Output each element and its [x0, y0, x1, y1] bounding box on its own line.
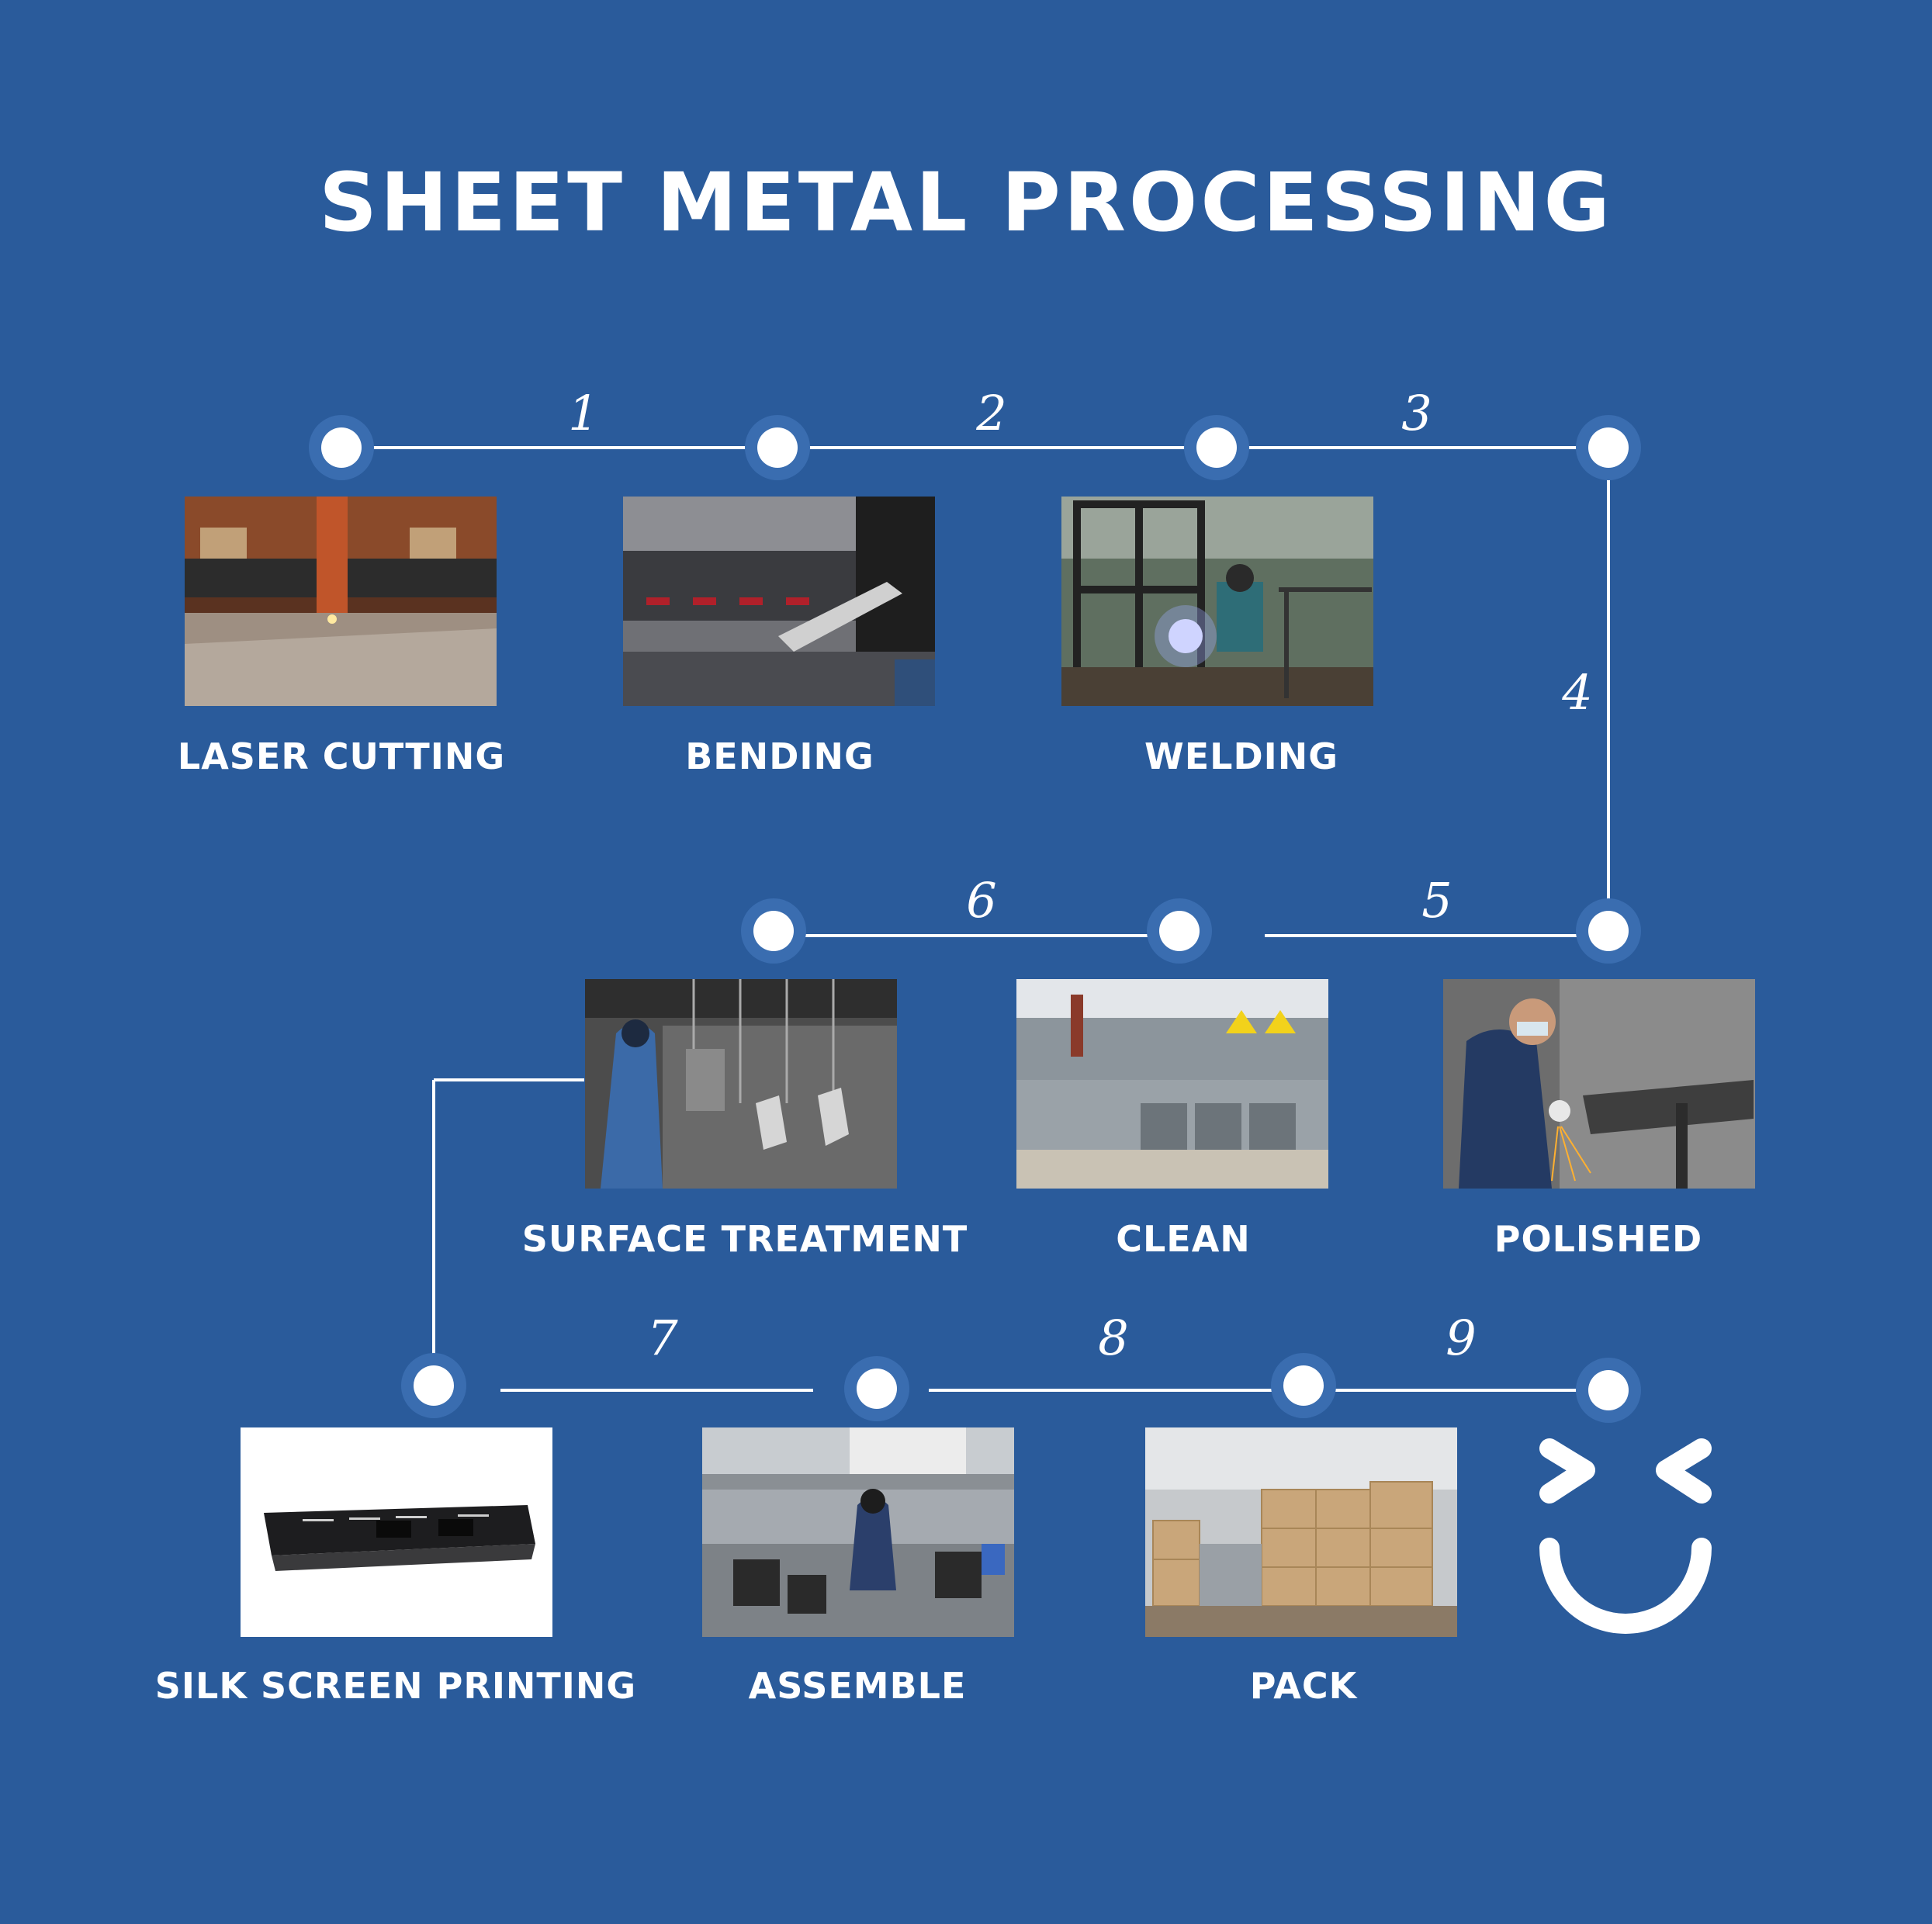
- node-10: [1271, 1353, 1336, 1418]
- nodes: [309, 415, 1641, 1423]
- page-title: SHEET METAL PROCESSING: [319, 155, 1613, 250]
- step-label-surface-treatment: SURFACE TREATMENT: [521, 1218, 968, 1260]
- welding-photo: [1061, 497, 1373, 706]
- step-label-laser-cutting: LASER CUTTING: [177, 735, 506, 777]
- step-label-assemble: ASSEMBLE: [748, 1665, 967, 1707]
- step-label-clean: CLEAN: [1116, 1218, 1251, 1260]
- node-1: [309, 415, 374, 480]
- step-number-3: 3: [1401, 385, 1432, 441]
- laser-cutting-photo: [185, 497, 497, 706]
- surface-treatment-photo: [585, 979, 897, 1189]
- step-number-1: 1: [568, 385, 599, 441]
- polished-photo: [1443, 979, 1755, 1189]
- step-number-8: 8: [1098, 1310, 1129, 1366]
- node-8: [401, 1353, 466, 1418]
- step-number-6: 6: [966, 872, 997, 929]
- node-2: [745, 415, 810, 480]
- bending-photo: [623, 497, 935, 706]
- step-number-4: 4: [1562, 664, 1593, 721]
- step-number-7: 7: [647, 1310, 678, 1366]
- node-5: [1576, 898, 1641, 964]
- node-9: [844, 1356, 909, 1421]
- node-11: [1576, 1358, 1641, 1423]
- step-label-bending: BENDING: [685, 735, 874, 777]
- node-6: [1147, 898, 1212, 964]
- clean-photo: [1016, 979, 1328, 1189]
- node-7: [741, 898, 806, 964]
- silk-screen-printing-photo: [241, 1427, 552, 1637]
- smiley-icon: [1539, 1438, 1712, 1634]
- node-3: [1184, 415, 1249, 480]
- step-number-9: 9: [1446, 1310, 1477, 1366]
- step-number-2: 2: [976, 385, 1007, 441]
- step-label-silk-screen-printing: SILK SCREEN PRINTING: [154, 1665, 637, 1707]
- step-number-5: 5: [1421, 872, 1452, 929]
- step-label-polished: POLISHED: [1494, 1218, 1703, 1260]
- pack-photo: [1145, 1427, 1457, 1637]
- assemble-photo: [702, 1427, 1014, 1637]
- step-label-pack: PACK: [1249, 1665, 1358, 1707]
- node-4: [1576, 415, 1641, 480]
- step-label-welding: WELDING: [1144, 735, 1339, 777]
